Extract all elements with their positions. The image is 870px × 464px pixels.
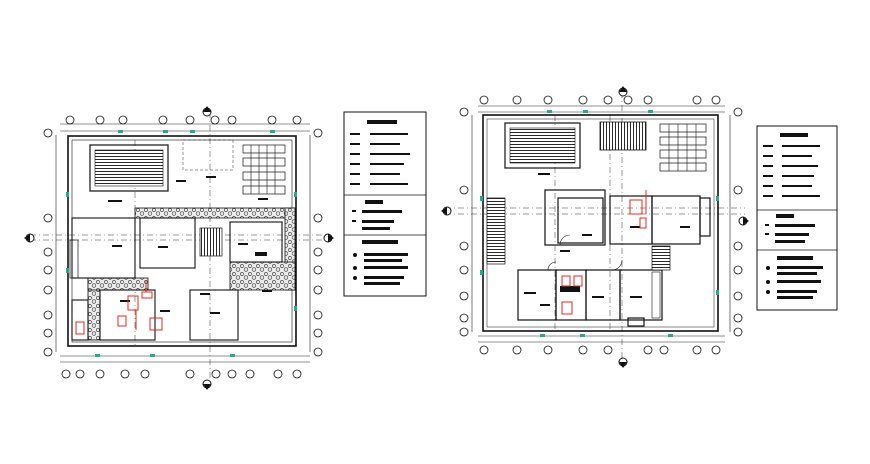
right-legend-panel	[756, 125, 838, 311]
left-section-markers	[24, 106, 334, 390]
right-long-stair	[486, 197, 506, 265]
left-rooms	[71, 217, 283, 341]
left-dimension-lines	[55, 123, 311, 363]
left-stair	[199, 227, 223, 257]
right-grid-axis-bubbles	[459, 95, 743, 355]
right-dimension-lines	[471, 105, 731, 343]
right-rooms	[517, 189, 711, 327]
right-center-stair	[651, 245, 671, 271]
left-grid-axis-bubbles	[43, 115, 323, 379]
left-parking-stalls	[242, 144, 286, 195]
right-parking-stalls	[659, 123, 707, 172]
left-pool	[89, 144, 169, 192]
left-floor-plan	[24, 106, 334, 390]
right-outer-wall	[482, 114, 719, 332]
right-sanitary-fixtures	[561, 190, 647, 315]
left-outer-wall	[67, 135, 297, 347]
right-pool	[504, 122, 581, 169]
right-section-markers	[441, 86, 749, 368]
left-sanitary-fixtures	[75, 280, 163, 335]
left-stone-wall	[87, 207, 296, 341]
right-floor-plan	[441, 86, 749, 368]
left-teal-markers	[66, 130, 297, 357]
left-legend-panel	[343, 111, 427, 297]
right-teal-markers	[480, 110, 719, 337]
